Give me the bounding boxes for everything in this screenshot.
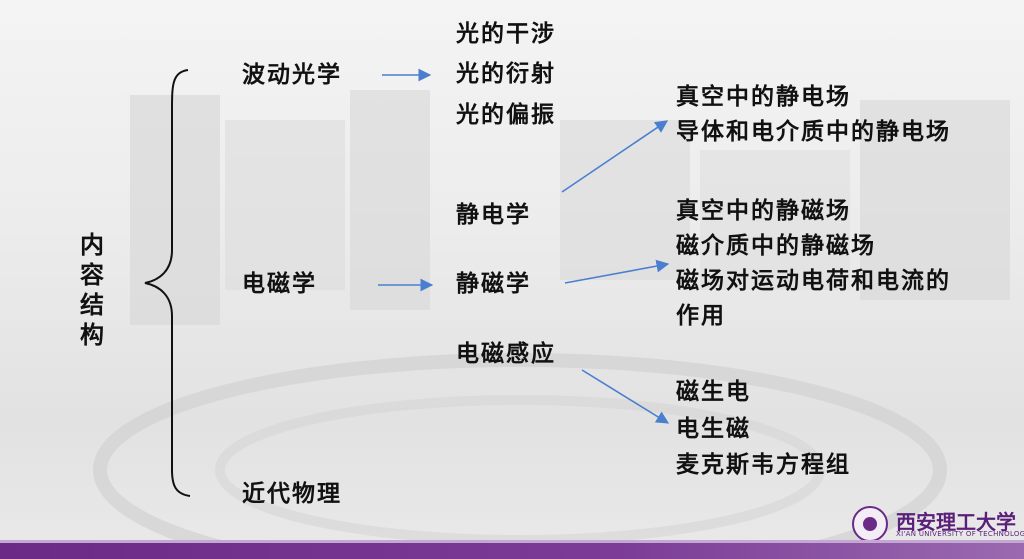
footer-bar [0, 543, 1024, 559]
electrostatics-detail: 导体和电介质中的静电场 [676, 119, 951, 145]
electrostatics-detail: 真空中的静电场 [676, 84, 851, 110]
branch-em: 电磁学 [242, 271, 317, 297]
university-name-cn: 西安理工大学 [896, 510, 1016, 534]
induction-detail: 麦克斯韦方程组 [676, 452, 851, 478]
arrow-induction [581, 369, 670, 424]
main-brace [144, 69, 191, 497]
root-char: 结 [80, 291, 104, 319]
magnetostatics-detail: 作用 [676, 303, 726, 329]
em-topic-electrostatics: 静电学 [456, 202, 531, 228]
arrow-magnetostatics [564, 259, 670, 284]
optics-topic: 光的干涉 [456, 21, 556, 47]
university-emblem-icon [852, 506, 888, 542]
magnetostatics-detail: 磁介质中的静磁场 [676, 233, 876, 259]
root-label: 内 容 结 构 [77, 230, 107, 350]
induction-detail: 电生磁 [676, 416, 751, 442]
optics-topic: 光的偏振 [456, 102, 556, 128]
root-char: 内 [80, 231, 104, 259]
footer-accent [0, 540, 1024, 543]
optics-topic: 光的衍射 [456, 61, 556, 87]
arrow-electrostatics [561, 120, 669, 193]
university-name-en: XI'AN UNIVERSITY OF TECHNOLOGY [896, 530, 1024, 538]
em-topic-magnetostatics: 静磁学 [456, 271, 531, 297]
magnetostatics-detail: 磁场对运动电荷和电流的 [676, 268, 951, 294]
branch-optics: 波动光学 [242, 62, 342, 88]
em-topic-induction: 电磁感应 [456, 341, 556, 367]
root-char: 构 [80, 321, 104, 349]
induction-detail: 磁生电 [676, 379, 751, 405]
branch-modern: 近代物理 [242, 481, 342, 507]
root-char: 容 [80, 261, 104, 289]
magnetostatics-detail: 真空中的静磁场 [676, 198, 851, 224]
